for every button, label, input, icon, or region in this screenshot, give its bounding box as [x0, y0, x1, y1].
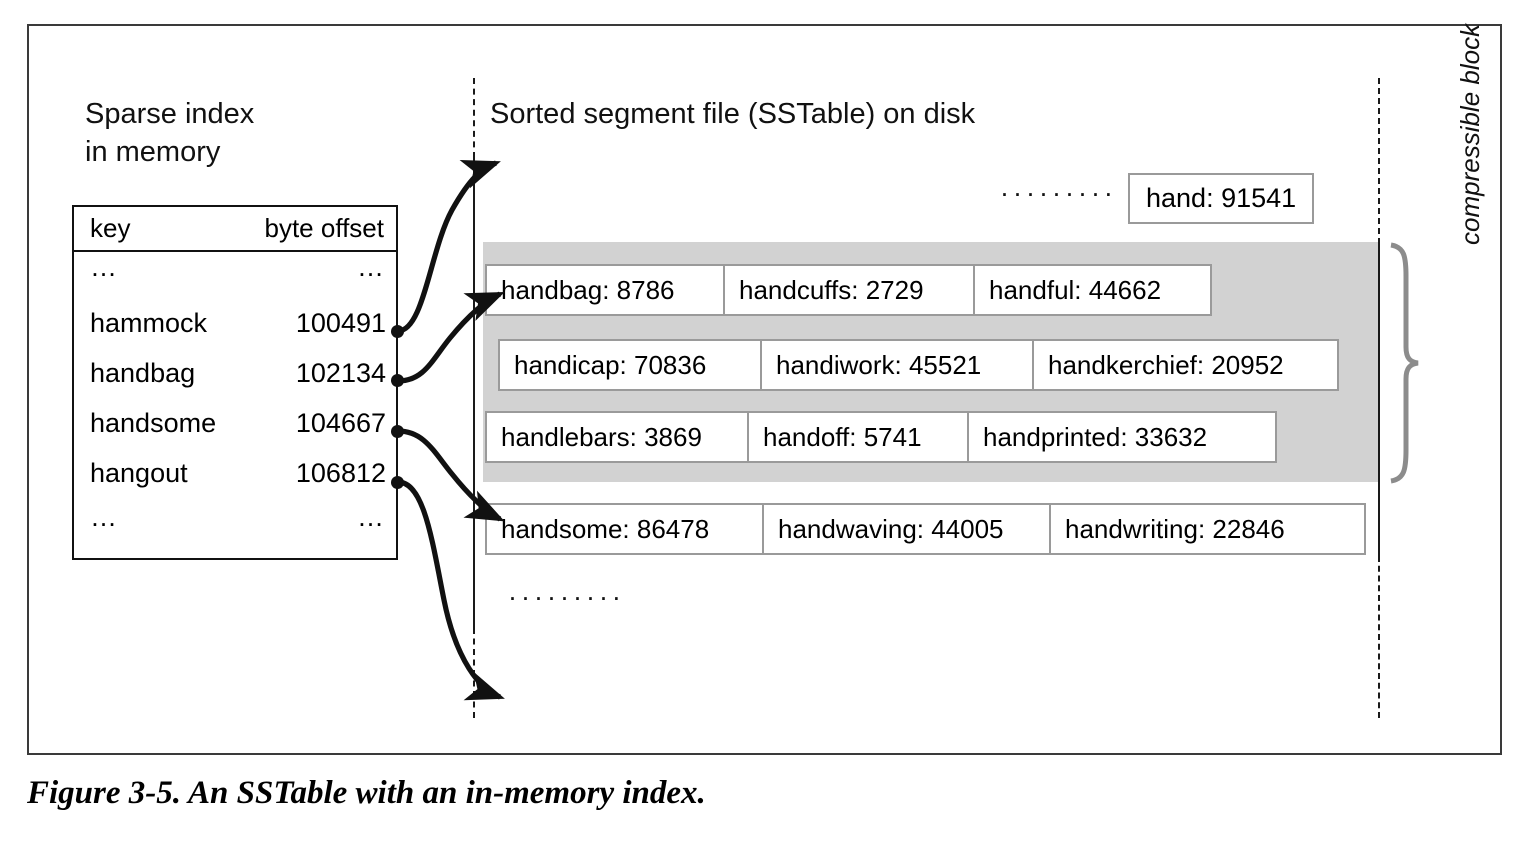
column-header-byte-offset: byte offset	[264, 213, 385, 243]
table-row: … …	[74, 502, 396, 552]
sstable-entry: handbag: 8786	[487, 266, 725, 314]
table-row: handsome 104667	[74, 402, 396, 452]
sstable-entry-hand: hand: 91541	[1128, 173, 1315, 224]
sstable-top-ellipsis: ·········	[1000, 178, 1117, 208]
index-offset: 106812	[295, 458, 386, 488]
segment-boundary-line-right-bottom	[1378, 556, 1380, 718]
sparse-index-heading-line1: Sparse index	[85, 98, 255, 130]
table-row: … …	[74, 252, 396, 302]
compressible-block-label: compressible block	[1455, 23, 1485, 245]
sstable-row: handicap: 70836 handiwork: 45521 handker…	[498, 339, 1339, 391]
column-header-key: key	[90, 213, 131, 243]
sstable-bottom-ellipsis: ·········	[508, 582, 625, 612]
segment-boundary-line-left-bottom	[473, 628, 475, 718]
sstable-entry: handicap: 70836	[500, 341, 762, 389]
table-row: hammock 100491	[74, 302, 396, 352]
segment-boundary-line-right-mid	[1378, 244, 1380, 556]
table-row: hangout 106812	[74, 452, 396, 502]
offset-anchor-dot-handsome	[391, 425, 404, 438]
index-offset: 100491	[295, 308, 386, 338]
sparse-index-heading: Sparse index in memory	[85, 95, 254, 171]
sstable-entry: handkerchief: 20952	[1048, 349, 1284, 380]
index-key: handbag	[90, 358, 196, 388]
table-row: handbag 102134	[74, 352, 396, 402]
figure-caption: Figure 3-5. An SSTable with an in-memory…	[27, 775, 706, 811]
sparse-index-table: key byte offset … … hammock 100491 handb…	[72, 205, 398, 560]
sstable-entry: handwriting: 22846	[1065, 513, 1285, 544]
sstable-entry: handoff: 5741	[749, 413, 969, 461]
offset-anchor-dot-hangout	[391, 476, 404, 489]
index-offset: 104667	[295, 408, 386, 438]
index-key: hangout	[90, 458, 188, 488]
index-offset: …	[357, 502, 386, 532]
offset-anchor-dot-handbag	[391, 374, 404, 387]
sstable-row: handlebars: 3869 handoff: 5741 handprint…	[485, 411, 1277, 463]
sparse-index-heading-line2: in memory	[85, 136, 221, 168]
sstable-entry: handwaving: 44005	[764, 505, 1051, 553]
index-offset: 102134	[295, 358, 386, 388]
sstable-entry: handsome: 86478	[487, 505, 764, 553]
sstable-heading: Sorted segment file (SSTable) on disk	[490, 98, 976, 130]
sstable-entry: handiwork: 45521	[762, 341, 1034, 389]
sstable-entry: handprinted: 33632	[983, 421, 1208, 452]
sparse-index-header-row: key byte offset	[74, 207, 396, 252]
sstable-entry: handcuffs: 2729	[725, 266, 975, 314]
segment-boundary-line-left-top	[473, 78, 475, 158]
sstable-row: handbag: 8786 handcuffs: 2729 handful: 4…	[485, 264, 1212, 316]
index-key: handsome	[90, 408, 217, 438]
index-offset: …	[357, 252, 386, 282]
segment-boundary-line-left-mid	[473, 158, 475, 628]
offset-anchor-dot-hammock	[391, 325, 404, 338]
sstable-row: handsome: 86478 handwaving: 44005 handwr…	[485, 503, 1366, 555]
index-key: …	[90, 252, 119, 282]
segment-boundary-line-right-top	[1378, 78, 1380, 244]
sstable-entry: handful: 44662	[989, 274, 1162, 305]
index-key: hammock	[90, 308, 208, 338]
index-key: …	[90, 502, 119, 532]
sstable-entry: handlebars: 3869	[487, 413, 749, 461]
